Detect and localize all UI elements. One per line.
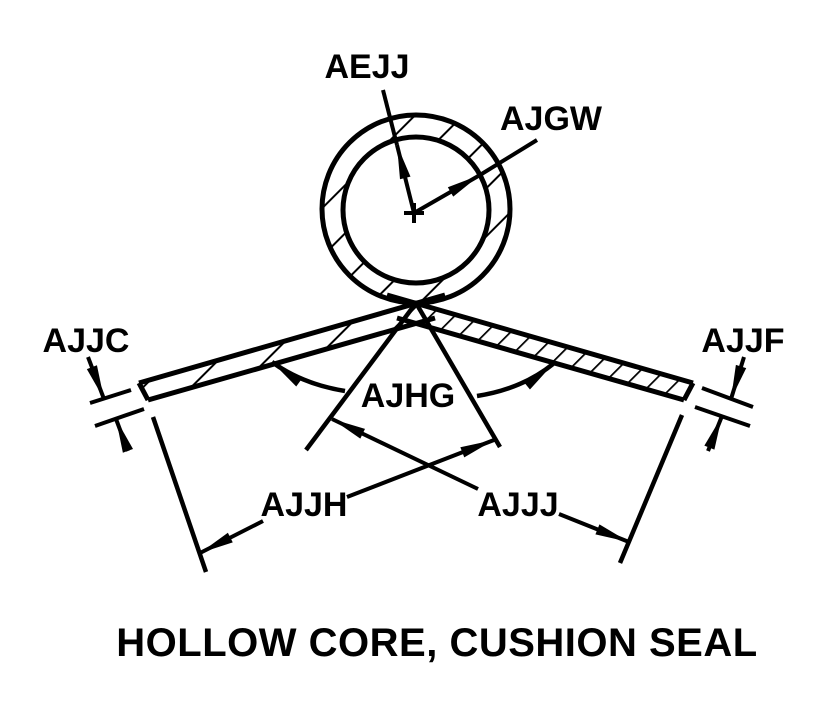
right-length-arrow-outer xyxy=(558,512,630,544)
right-tip-thickness-label: AJJF xyxy=(701,322,784,360)
left-tip-thickness-label: AJJC xyxy=(43,322,130,360)
left-wing-outline xyxy=(136,292,446,403)
inner-radius-arrow xyxy=(395,144,416,214)
wall-thickness-leader xyxy=(478,138,539,177)
left-wing-hatching xyxy=(139,303,416,400)
wall-thickness-arrow xyxy=(413,173,481,215)
hollow-core-ring xyxy=(319,112,513,306)
right-tip-thickness-callout xyxy=(694,356,754,452)
angle-arc-left xyxy=(270,360,346,394)
left-tip-ext-bottom xyxy=(94,407,145,428)
right-wing-outline xyxy=(386,292,696,403)
left-tip-extension xyxy=(150,416,209,573)
tip-extension-lines xyxy=(150,414,685,573)
left-wing-length-dim xyxy=(199,438,495,555)
right-wing-length-label: AJJJ xyxy=(477,486,558,524)
figure-title: HOLLOW CORE, CUSHION SEAL xyxy=(116,621,757,665)
right-tip-arrow-lower xyxy=(704,415,724,452)
left-length-arrow-outer xyxy=(199,519,264,555)
right-tip-ext-top xyxy=(701,386,754,409)
right-wing-length-dim xyxy=(331,417,630,544)
left-length-arrow-inner xyxy=(346,438,495,499)
left-wing-length-label: AJJH xyxy=(261,486,348,524)
angle-arc-right xyxy=(476,362,555,399)
left-tip-arrow-upper xyxy=(86,356,106,400)
right-tip-extension xyxy=(617,414,685,564)
left-wing xyxy=(136,292,446,403)
wall-thickness-label: AJGW xyxy=(500,100,603,138)
right-wing xyxy=(386,292,696,403)
inner-radius-callout xyxy=(381,89,416,214)
apex-right-leg xyxy=(414,301,502,449)
wall-thickness-callout xyxy=(413,138,539,215)
left-tip-thickness-callout xyxy=(86,356,145,453)
apex-left-leg xyxy=(304,301,418,452)
left-tip-arrow-lower xyxy=(114,418,133,453)
wing-angle-label: AJHG xyxy=(361,377,455,415)
right-wing-hatching xyxy=(416,303,693,400)
apex-extension-lines xyxy=(304,301,502,452)
wing-angle-callout xyxy=(270,360,555,399)
inner-radius-leader xyxy=(381,89,399,146)
inner-radius-label: AEJJ xyxy=(324,48,409,86)
left-tip-ext-top xyxy=(89,388,132,405)
right-length-arrow-inner xyxy=(331,417,479,491)
right-tip-arrow-upper xyxy=(729,356,747,400)
